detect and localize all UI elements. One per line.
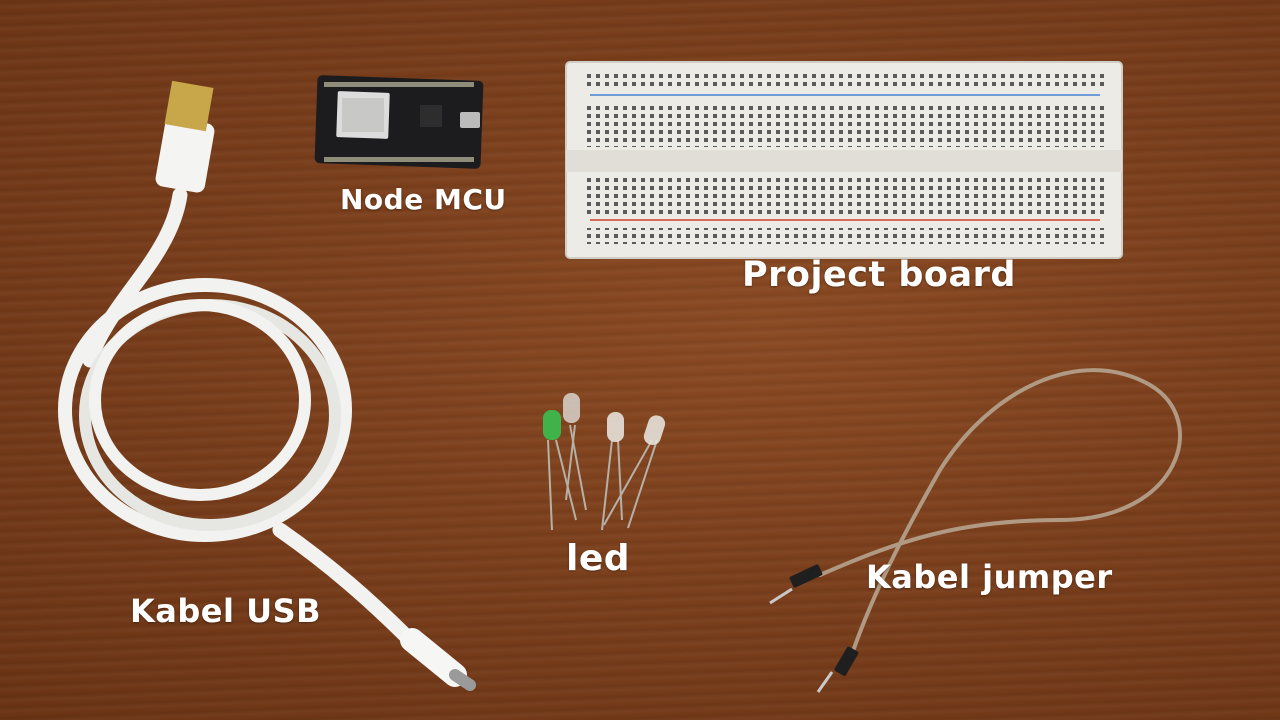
nodemcu-board	[314, 75, 484, 169]
project-board-label: Project board	[742, 255, 1016, 295]
led-label: led	[566, 538, 631, 579]
usb-a-connector	[155, 80, 215, 193]
usb-cable-label: Kabel USB	[130, 592, 322, 630]
leds	[543, 393, 666, 531]
jumper-pins	[769, 564, 859, 693]
usb-cable	[58, 187, 476, 691]
project-board	[565, 61, 1123, 259]
node-mcu-label: Node MCU	[340, 183, 507, 216]
jumper-cable-label: Kabel jumper	[866, 558, 1113, 596]
jumper-cable	[818, 368, 1182, 662]
